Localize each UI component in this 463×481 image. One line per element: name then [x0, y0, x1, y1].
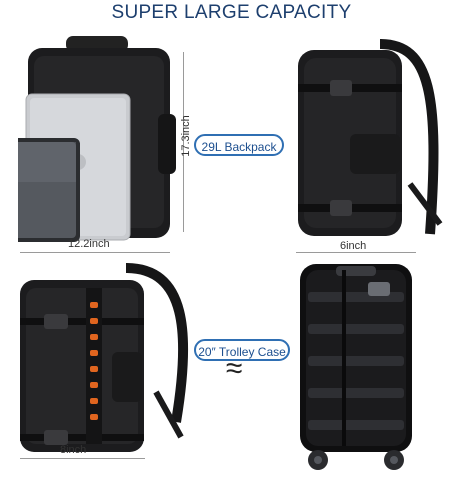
depth-front-dimension-line	[296, 252, 416, 253]
height-dimension-line	[183, 52, 184, 232]
height-label: 17.3inch	[180, 115, 192, 157]
backpack-expanded-image	[20, 263, 189, 452]
backpack-side-image	[298, 39, 443, 236]
approx-symbol: ≈	[226, 352, 243, 385]
depth-side-dimension-line	[20, 458, 145, 459]
trolley-case-image	[300, 264, 412, 470]
page-title: SUPER LARGE CAPACITY	[111, 2, 352, 23]
width-dimension-line	[20, 252, 170, 253]
backpack-capacity-badge: 29L Backpack	[194, 134, 284, 156]
trolley-size-badge: 20″ Trolley Case	[194, 339, 290, 361]
depth-front-label: 6inch	[340, 240, 367, 252]
depth-side-label: 8inch	[60, 444, 87, 456]
backpack-front-image	[18, 36, 176, 242]
width-label: 12.2inch	[68, 238, 110, 250]
